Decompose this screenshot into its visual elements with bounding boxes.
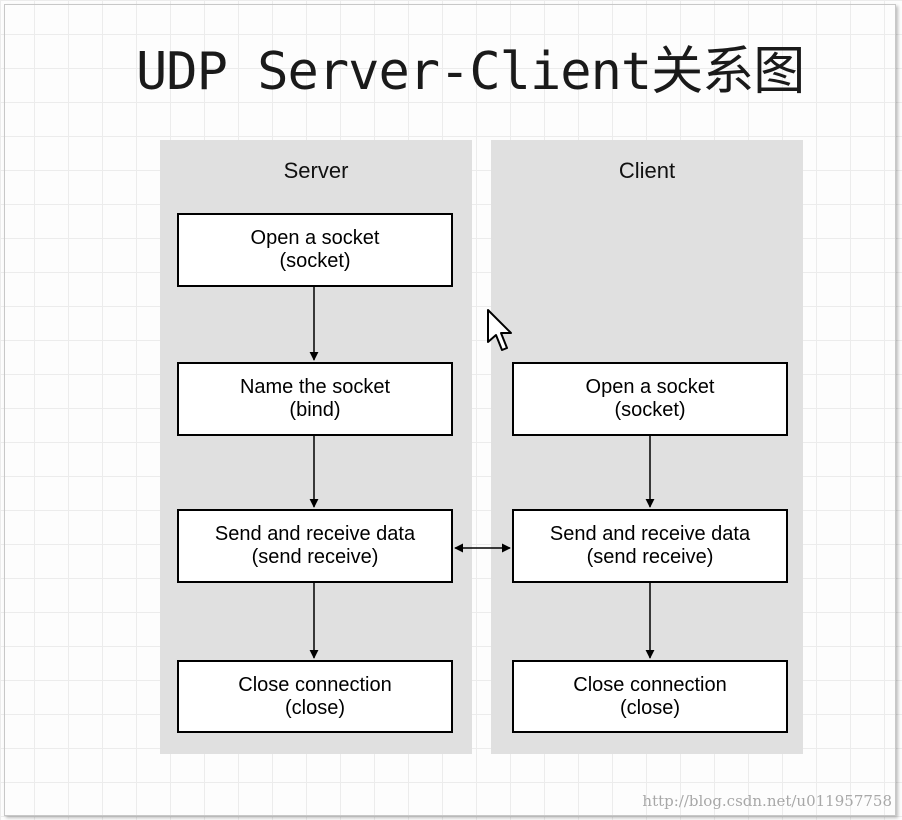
step-line2: (socket) bbox=[614, 399, 686, 421]
client-step-open-socket: Open a socket (socket) bbox=[512, 362, 788, 436]
step-line1: Close connection bbox=[238, 673, 392, 696]
mouse-pointer-icon bbox=[487, 309, 512, 351]
server-step-bind: Name the socket (bind) bbox=[177, 362, 453, 436]
diagram-title: UDP Server-Client关系图 bbox=[136, 42, 805, 102]
client-step-send-receive: Send and receive data (send receive) bbox=[512, 509, 788, 583]
step-line2: (send receive) bbox=[251, 546, 379, 568]
server-step-close: Close connection (close) bbox=[177, 660, 453, 733]
step-line1: Send and receive data bbox=[549, 523, 751, 545]
step-line2: (close) bbox=[284, 696, 345, 719]
client-lane-title: Client bbox=[618, 158, 676, 183]
step-line1: Close connection bbox=[573, 673, 727, 696]
source-watermark: http://blog.csdn.net/u011957758 bbox=[642, 792, 892, 810]
step-line1: Name the socket bbox=[239, 376, 391, 398]
client-step-close: Close connection (close) bbox=[512, 660, 788, 733]
server-step-send-receive: Send and receive data (send receive) bbox=[177, 509, 453, 583]
step-line1: Send and receive data bbox=[214, 523, 416, 545]
step-line2: (bind) bbox=[289, 399, 341, 421]
step-line1: Open a socket bbox=[585, 376, 715, 398]
server-step-open-socket: Open a socket (socket) bbox=[177, 213, 453, 287]
step-line1: Open a socket bbox=[250, 227, 380, 249]
server-lane-title: Server bbox=[283, 158, 349, 183]
step-line2: (send receive) bbox=[586, 546, 714, 568]
step-line2: (socket) bbox=[279, 250, 351, 272]
step-line2: (close) bbox=[619, 696, 680, 719]
